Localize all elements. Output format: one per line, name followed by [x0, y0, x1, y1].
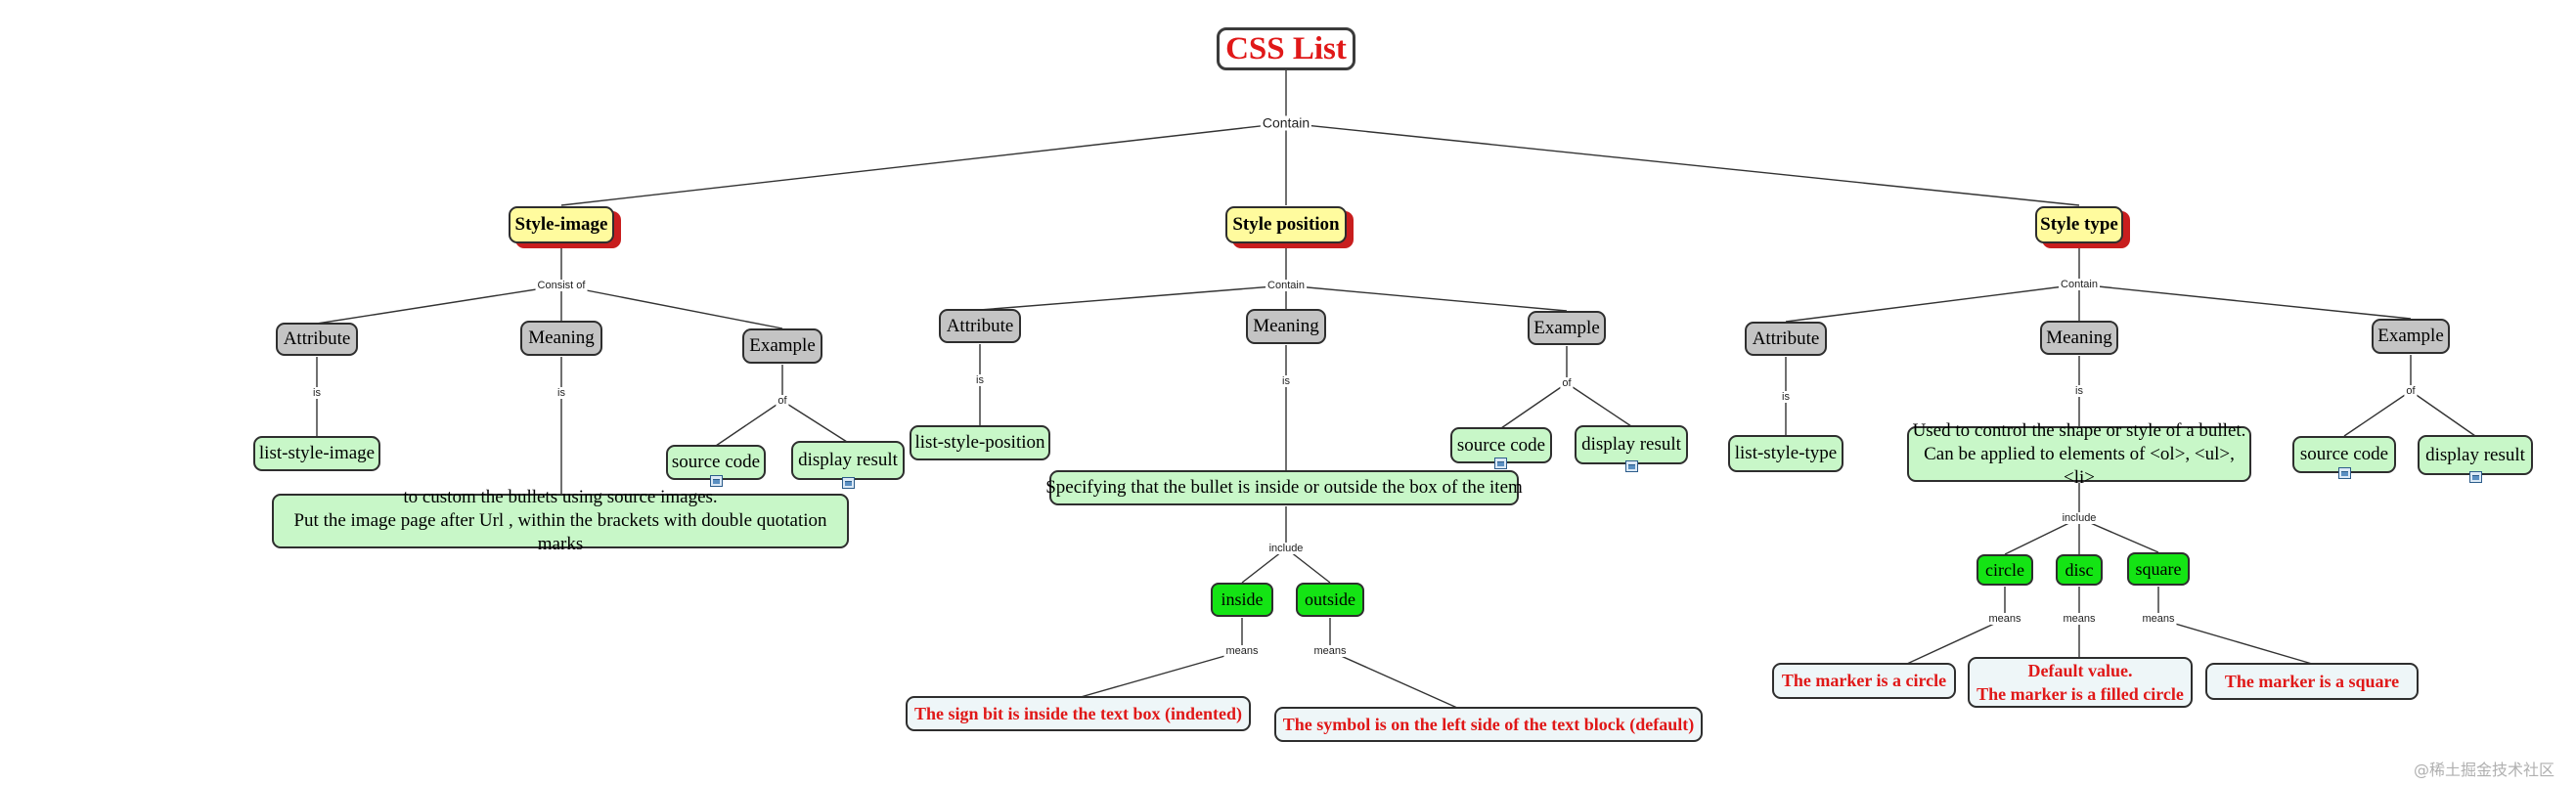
style-position-attribute-value[interactable]: list-style-position [910, 425, 1050, 460]
square-description[interactable]: The marker is a square [2205, 663, 2419, 700]
style-image-example-node[interactable]: Example [742, 328, 822, 364]
style-position-include-label: include [1266, 543, 1306, 554]
style-image-meaning-node[interactable]: Meaning [520, 321, 602, 356]
disc-means-label: means [2061, 613, 2098, 625]
outside-description[interactable]: The symbol is on the left side of the te… [1274, 707, 1703, 742]
circle-description[interactable]: The marker is a circle [1772, 663, 1956, 699]
style-type-attribute-node[interactable]: Attribute [1745, 322, 1827, 356]
outside-means-label: means [1311, 645, 1349, 657]
image-icon[interactable] [1494, 458, 1507, 469]
style-type-meaning-is-label: is [2073, 385, 2085, 397]
root-contain-label: Contain [1260, 114, 1312, 131]
image-icon[interactable] [710, 475, 723, 487]
watermark: @稀土掘金技术社区 [2414, 761, 2555, 779]
style-position-meaning-text[interactable]: Specifying that the bullet is inside or … [1045, 470, 1523, 505]
style-type-meaning-line2: Can be applied to elements of <ol>, <ul>… [1924, 443, 2235, 488]
style-image-node[interactable]: Style-image [509, 206, 614, 243]
image-icon[interactable] [842, 477, 855, 489]
style-type-node[interactable]: Style type [2035, 206, 2123, 243]
style-image-meaning-text[interactable]: to custom the bullets using source image… [272, 487, 849, 554]
style-type-example-of-label: of [2404, 385, 2418, 397]
circle-means-label: means [1986, 613, 2023, 625]
disc-description-line1: Default value. [2027, 661, 2133, 680]
style-type-meaning-line1: Used to control the shape or style of a … [1912, 419, 2246, 441]
style-image-source-code[interactable]: source code [666, 445, 766, 480]
style-image-attribute-value[interactable]: list-style-image [253, 436, 380, 471]
style-image-meaning-line1: to custom the bullets using source image… [403, 487, 718, 507]
style-image-meaning-is-label: is [555, 387, 567, 399]
inside-description[interactable]: The sign bit is inside the text box (ind… [906, 696, 1251, 731]
option-disc[interactable]: disc [2056, 554, 2103, 586]
style-type-include-label: include [2060, 512, 2099, 524]
option-square[interactable]: square [2127, 552, 2190, 586]
style-image-meaning-line2: Put the image page after Url , within th… [293, 510, 827, 554]
root-node-title[interactable]: CSS List [1217, 27, 1355, 70]
style-position-attribute-is-label: is [974, 374, 986, 386]
style-image-display-result[interactable]: display result [791, 441, 905, 480]
option-circle[interactable]: circle [1976, 554, 2033, 586]
style-image-attribute-node[interactable]: Attribute [276, 323, 358, 356]
square-means-label: means [2140, 613, 2177, 625]
option-outside[interactable]: outside [1296, 583, 1364, 617]
style-position-meaning-is-label: is [1280, 375, 1292, 387]
style-type-attribute-is-label: is [1780, 391, 1792, 403]
image-icon[interactable] [1625, 460, 1638, 472]
style-image-consist-label: Consist of [535, 280, 588, 291]
style-position-attribute-node[interactable]: Attribute [939, 309, 1021, 343]
style-position-display-result[interactable]: display result [1575, 425, 1688, 464]
style-type-attribute-value[interactable]: list-style-type [1728, 435, 1843, 472]
style-position-meaning-node[interactable]: Meaning [1246, 309, 1326, 344]
style-image-attribute-is-label: is [311, 387, 323, 399]
style-type-source-code[interactable]: source code [2292, 436, 2396, 473]
option-inside[interactable]: inside [1211, 583, 1273, 617]
style-position-example-node[interactable]: Example [1528, 311, 1606, 345]
style-type-contain-label: Contain [2059, 279, 2100, 290]
style-type-meaning-text[interactable]: Used to control the shape or style of a … [1907, 420, 2251, 488]
image-icon[interactable] [2338, 467, 2351, 479]
style-type-meaning-node[interactable]: Meaning [2040, 321, 2118, 355]
style-type-example-node[interactable]: Example [2372, 319, 2450, 354]
style-position-node[interactable]: Style position [1225, 206, 1347, 243]
image-icon[interactable] [2469, 471, 2482, 483]
style-position-contain-label: Contain [1266, 280, 1307, 291]
disc-description[interactable]: Default value. The marker is a filled ci… [1968, 657, 2193, 708]
style-position-source-code[interactable]: source code [1450, 427, 1552, 463]
style-image-example-of-label: of [776, 395, 789, 407]
inside-means-label: means [1223, 645, 1261, 657]
disc-description-line2: The marker is a filled circle [1976, 684, 2184, 704]
style-type-display-result[interactable]: display result [2418, 435, 2533, 475]
style-position-example-of-label: of [1560, 377, 1574, 389]
